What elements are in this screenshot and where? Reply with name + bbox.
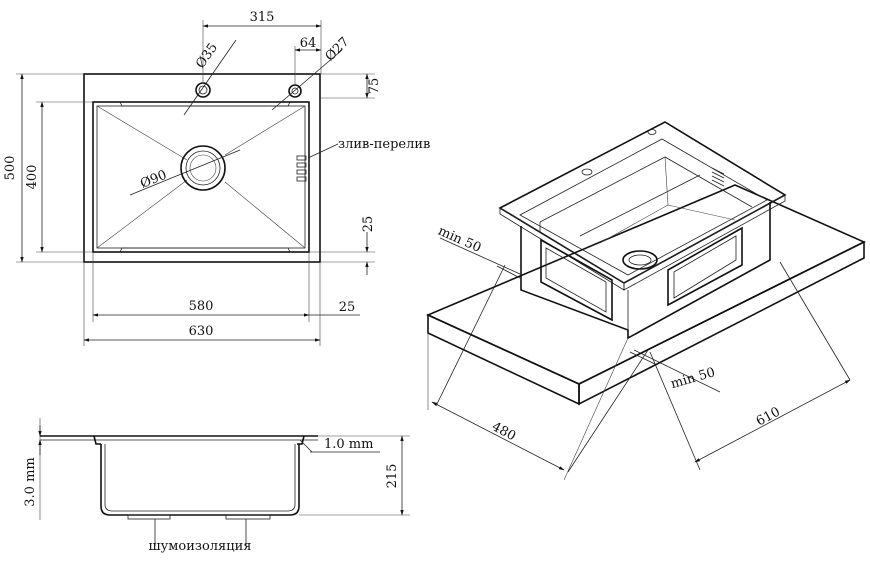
dim-580: 580 — [189, 299, 214, 314]
dim-500: 500 — [3, 156, 18, 181]
dim-215: 215 — [385, 464, 400, 489]
label-overflow: злив-перелив — [338, 137, 430, 152]
dim-75: 75 — [367, 78, 382, 95]
iso-drain — [622, 250, 658, 270]
dim-25-vertical: 25 — [361, 216, 376, 233]
countertop-top — [426, 184, 866, 385]
dim-630: 630 — [189, 324, 214, 339]
section-view: 3.0 mm 1.0 mm 215 шумоизоляция — [23, 418, 410, 554]
insulation-pad-left — [127, 514, 171, 520]
dim-iso-min-right: min 50 — [669, 365, 717, 392]
top-view: 315 Ø35 64 Ø27 75 500 400 Ø90 злив-перел… — [3, 10, 430, 346]
dim-thickness-3mm: 3.0 mm — [23, 457, 38, 506]
overflow-slots — [296, 155, 307, 182]
dim-400: 400 — [25, 165, 40, 190]
insulation-pad-right — [225, 514, 271, 520]
sink-outer-rim — [83, 73, 321, 263]
dim-drain-90: Ø90 — [138, 168, 169, 192]
iso-view: min 50 min 50 480 610 — [426, 121, 866, 481]
iso-overflow — [711, 167, 725, 187]
label-insulation: шумоизоляция — [149, 539, 252, 554]
dim-iso-min-left: min 50 — [436, 224, 484, 256]
drain-hole — [180, 145, 226, 191]
sink-inner-bowl — [92, 101, 310, 253]
dim-64: 64 — [300, 36, 317, 51]
dim-iso-610: 610 — [754, 404, 783, 429]
tap-hole-27 — [288, 84, 302, 98]
dim-hole-35: Ø35 — [193, 41, 221, 72]
dim-thickness-1mm: 1.0 mm — [324, 437, 373, 452]
dim-25-horizontal: 25 — [339, 300, 356, 315]
dim-hole-27: Ø27 — [323, 35, 353, 65]
dim-iso-480: 480 — [489, 419, 518, 444]
dim-315: 315 — [250, 10, 275, 25]
